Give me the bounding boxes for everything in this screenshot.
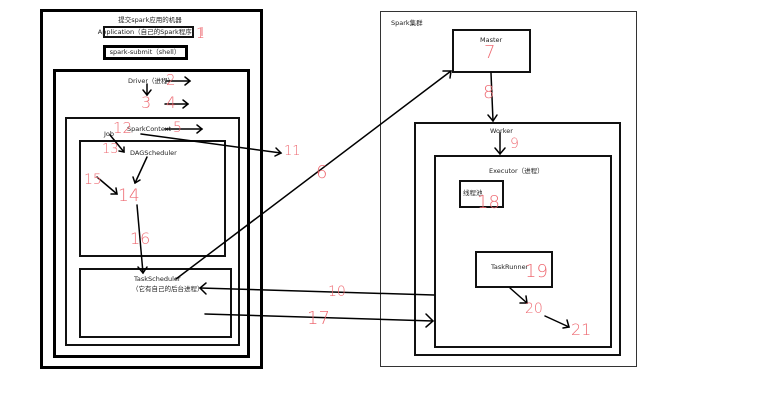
task-runner-box [475,251,553,288]
step-3: 3 [141,93,152,112]
step-17: 17 [307,308,330,329]
task-runner-label: TaskRunner [491,263,529,271]
step-19: 19 [525,261,548,282]
arrow-8 [487,72,498,123]
task-scheduler-note: （它有自己的后台进程） [132,285,204,293]
arrow-15 [96,176,118,195]
job-label: Job [104,130,115,138]
arrow-16 [136,204,148,275]
step-6: 6 [316,162,328,183]
dag-scheduler-label: DAGScheduler [130,149,177,157]
step-13: 13 [102,142,119,157]
step-14: 14 [118,186,140,206]
thread-pool-box [459,180,504,208]
driver-box [53,69,250,358]
submit-machine-box [40,9,263,369]
task-scheduler-label: TaskScheduler [134,275,181,283]
step-16: 16 [130,229,151,248]
application-label: Application（自己的Spark程序） [97,28,199,36]
arrow-17 [204,313,435,328]
spark-cluster-box [380,11,637,367]
arrow-4 [164,99,190,109]
worker-label: Worker [490,127,513,135]
arrow-dag-to-14 [132,156,148,185]
spark-submit-box [103,45,188,60]
worker-box [414,122,621,356]
step-5: 5 [173,120,182,136]
step-2: 2 [166,71,176,89]
executor-box [434,155,612,348]
step-15: 15 [84,172,102,188]
submit-machine-title: 提交spark应用的机器 [118,16,182,24]
arrow-2 [165,76,192,86]
step-20: 20 [525,301,543,317]
step-21: 21 [571,320,592,339]
step-10: 10 [328,284,346,300]
executor-label: Executor（进程） [489,167,544,175]
arrow-runner-to-20 [509,287,528,304]
step-1: 1 [196,26,205,42]
step-9: 9 [510,136,519,152]
spark-context-label: SparkContext [127,125,172,133]
spark-submit-label: spark-submit（shell） [109,48,181,56]
step-12: 12 [113,119,133,137]
arrow-driver-down [142,83,152,97]
arrow-13 [109,134,125,153]
arrow-11 [140,133,283,157]
step-11: 11 [284,144,301,159]
step-18: 18 [477,192,500,213]
driver-label: Driver（进程） [128,77,175,85]
step-4: 4 [166,93,177,112]
application-box [103,26,194,38]
arrow-9 [494,132,506,156]
arrow-6 [175,70,452,280]
arrow-10 [198,282,435,296]
arrow-5 [164,124,204,134]
step-7: 7 [484,42,496,63]
dag-scheduler-box [79,140,226,257]
master-box [452,29,531,73]
thread-pool-label: 线程池 [463,189,483,197]
master-label: Master [480,36,503,44]
task-scheduler-box [79,268,232,338]
step-8: 8 [483,82,495,103]
arrow-20-to-21 [544,315,570,329]
spark-cluster-title: Spark集群 [391,19,423,27]
